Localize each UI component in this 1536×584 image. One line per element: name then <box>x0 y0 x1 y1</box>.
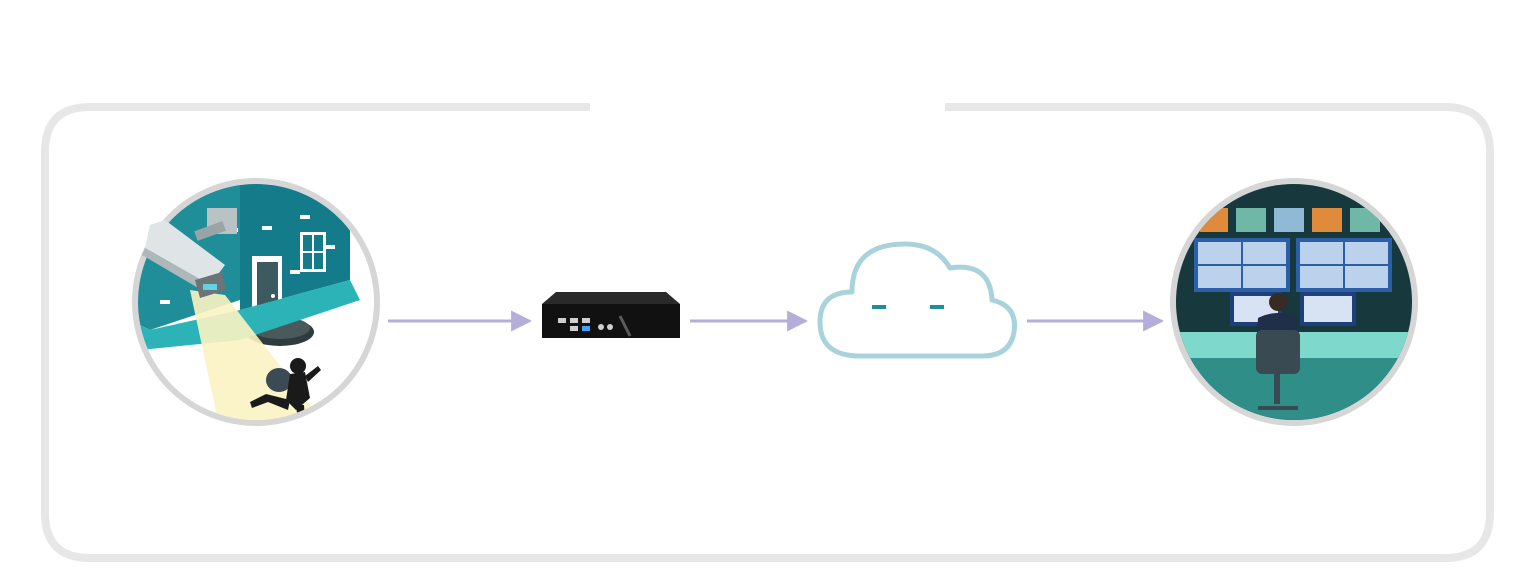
monitoring-room-icon <box>1176 184 1412 420</box>
cloud-icon <box>817 241 1018 359</box>
frame-border <box>41 103 1494 562</box>
operator-icon <box>1256 293 1300 410</box>
security-camera-icon <box>142 208 237 298</box>
mini-pc-icon <box>542 292 680 338</box>
camera-scene-illustration <box>138 184 374 420</box>
control-room-node <box>1170 178 1418 426</box>
window-icon <box>300 232 326 272</box>
camera-scene-node <box>132 178 380 426</box>
